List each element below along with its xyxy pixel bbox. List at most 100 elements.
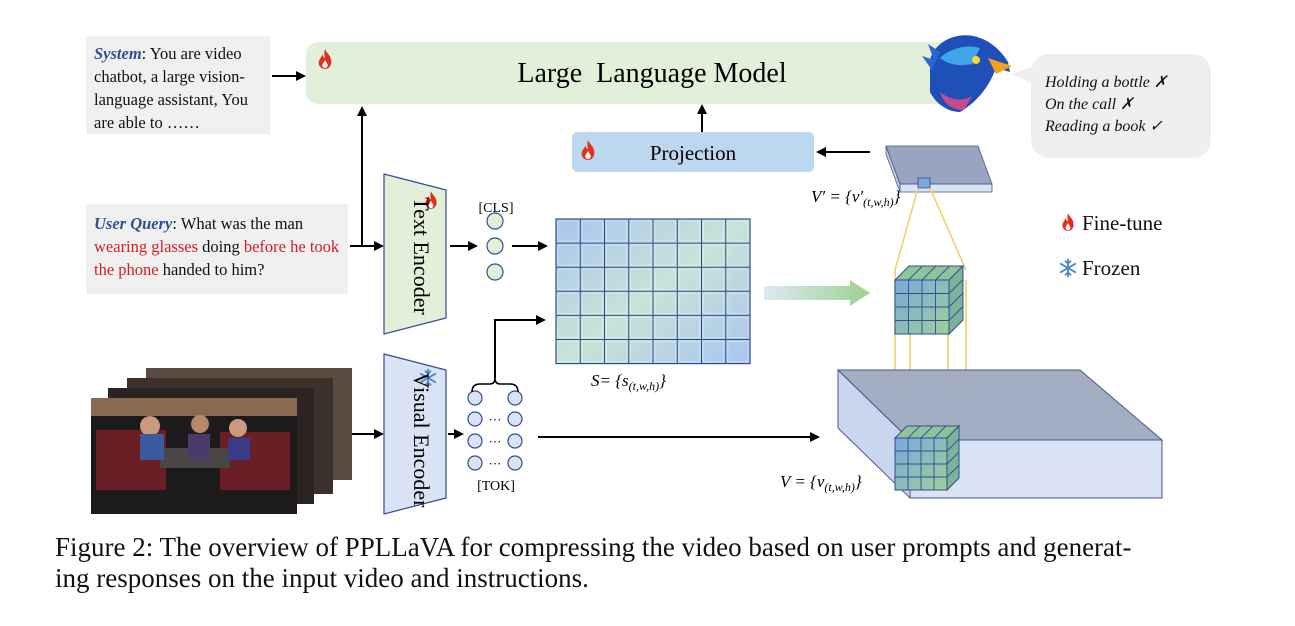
- tok-token: [507, 411, 523, 427]
- tok-ellipsis: ···: [489, 412, 502, 427]
- similarity-cell: [678, 220, 700, 242]
- llm-label: Large Language Model: [517, 58, 786, 89]
- cube-grid-line: [948, 292, 964, 308]
- similarity-grid: [555, 218, 751, 365]
- text-encoder-label: Text Encoder: [409, 197, 434, 315]
- similarity-cell: [727, 244, 749, 266]
- similarity-cell: [654, 341, 676, 363]
- cube-grid-line: [933, 425, 947, 439]
- cube-grid-line: [946, 451, 960, 465]
- similarity-label: S= {s(t,w,h)}: [591, 371, 666, 393]
- similarity-cell: [581, 316, 603, 338]
- similarity-cell: [727, 268, 749, 290]
- similarity-cell: [581, 268, 603, 290]
- similarity-cell: [630, 292, 652, 314]
- system-prompt-box: System: You are video chatbot, a large v…: [86, 36, 270, 134]
- similarity-cell: [557, 244, 579, 266]
- similarity-cell: [581, 341, 603, 363]
- cube-grid-line: [946, 438, 960, 452]
- similarity-cell: [557, 341, 579, 363]
- legend-finetune: Fine-tune: [1060, 211, 1162, 236]
- tok-ellipsis: ···: [489, 456, 502, 471]
- similarity-cell: [703, 316, 725, 338]
- similarity-cell: [703, 292, 725, 314]
- similarity-cell: [557, 316, 579, 338]
- similarity-cell: [557, 292, 579, 314]
- video-feature-cube: [893, 424, 961, 492]
- tok-label: [TOK]: [477, 479, 515, 494]
- system-prompt-lead: System: [94, 44, 142, 63]
- text-encoder: [383, 173, 447, 335]
- similarity-cell: [557, 220, 579, 242]
- similarity-cell: [678, 316, 700, 338]
- pooled-cube: [893, 264, 965, 336]
- fat-arrow: [764, 280, 870, 306]
- similarity-cell: [630, 220, 652, 242]
- similarity-cell: [654, 316, 676, 338]
- similarity-cell: [630, 244, 652, 266]
- query-highlight-text: wearing glasses: [94, 237, 199, 256]
- user-query-box: User Query: What was the man wearing gla…: [86, 204, 348, 294]
- llm-box: [306, 42, 966, 104]
- legend-frozen: Frozen: [1060, 256, 1140, 281]
- similarity-cell: [678, 268, 700, 290]
- tok-ellipsis: ···: [489, 434, 502, 449]
- bird-mascot-icon: [922, 35, 1012, 112]
- similarity-cell: [678, 292, 700, 314]
- similarity-cell: [581, 244, 603, 266]
- cube-grid-line: [935, 265, 950, 281]
- cube-grid-line: [946, 464, 960, 478]
- tok-token: [507, 455, 523, 471]
- figure-caption: Figure 2: The overview of PPLLaVA for co…: [55, 532, 1255, 594]
- response-item: Reading a book ✓: [1045, 118, 1163, 135]
- arrow-tok-to-similarity: [494, 315, 546, 378]
- caption-line-1: Figure 2: The overview of PPLLaVA for co…: [55, 532, 1132, 562]
- tok-token: [467, 390, 483, 406]
- query-text: doing: [198, 237, 244, 256]
- cls-label: [CLS]: [479, 201, 514, 216]
- query-highlight-text: before he took the phone: [94, 237, 340, 279]
- similarity-cell: [678, 341, 700, 363]
- caption-line-2: ing responses on the input video and ins…: [55, 563, 589, 593]
- visual-encoder: [383, 353, 447, 515]
- tok-token: [507, 390, 523, 406]
- similarity-cell: [630, 316, 652, 338]
- cls-token: [486, 212, 504, 230]
- similarity-cell: [654, 244, 676, 266]
- response-item: On the call ✗: [1045, 96, 1134, 113]
- tok-tokens: ··· ··· ···: [467, 390, 523, 471]
- video-frames: [91, 368, 352, 514]
- similarity-cell: [727, 220, 749, 242]
- speech-bubble-tail: [1012, 66, 1034, 84]
- compressed-feature-slab: [885, 145, 993, 193]
- visual-encoder-label: Visual Encoder: [409, 373, 434, 509]
- similarity-cell: [606, 220, 628, 242]
- similarity-cell: [703, 268, 725, 290]
- similarity-cell: [727, 292, 749, 314]
- similarity-cell: [703, 244, 725, 266]
- cube-grid-line: [920, 425, 934, 439]
- video-feature-slab: [836, 368, 1164, 500]
- response-item: Holding a bottle ✗: [1045, 74, 1168, 91]
- query-text: handed to him?: [158, 260, 265, 279]
- query-text: : What was the man: [172, 214, 304, 233]
- similarity-cell: [630, 268, 652, 290]
- similarity-cell: [727, 341, 749, 363]
- video-feature-label: V = {v(t,w,h)}: [780, 472, 862, 494]
- projection-box: [572, 132, 814, 172]
- similarity-cell: [557, 268, 579, 290]
- similarity-cell: [606, 292, 628, 314]
- similarity-cell: [727, 316, 749, 338]
- similarity-cell: [703, 341, 725, 363]
- similarity-cell: [606, 316, 628, 338]
- cls-token: [486, 237, 504, 255]
- similarity-cell: [581, 292, 603, 314]
- similarity-cell: [606, 268, 628, 290]
- similarity-cell: [606, 341, 628, 363]
- legend-frozen-label: Frozen: [1082, 256, 1141, 280]
- legend-finetune-label: Fine-tune: [1082, 211, 1163, 235]
- tok-bracket: [471, 377, 519, 393]
- similarity-cell: [606, 244, 628, 266]
- system-prompt-text: : You are video chatbot, a large vision-…: [94, 44, 248, 132]
